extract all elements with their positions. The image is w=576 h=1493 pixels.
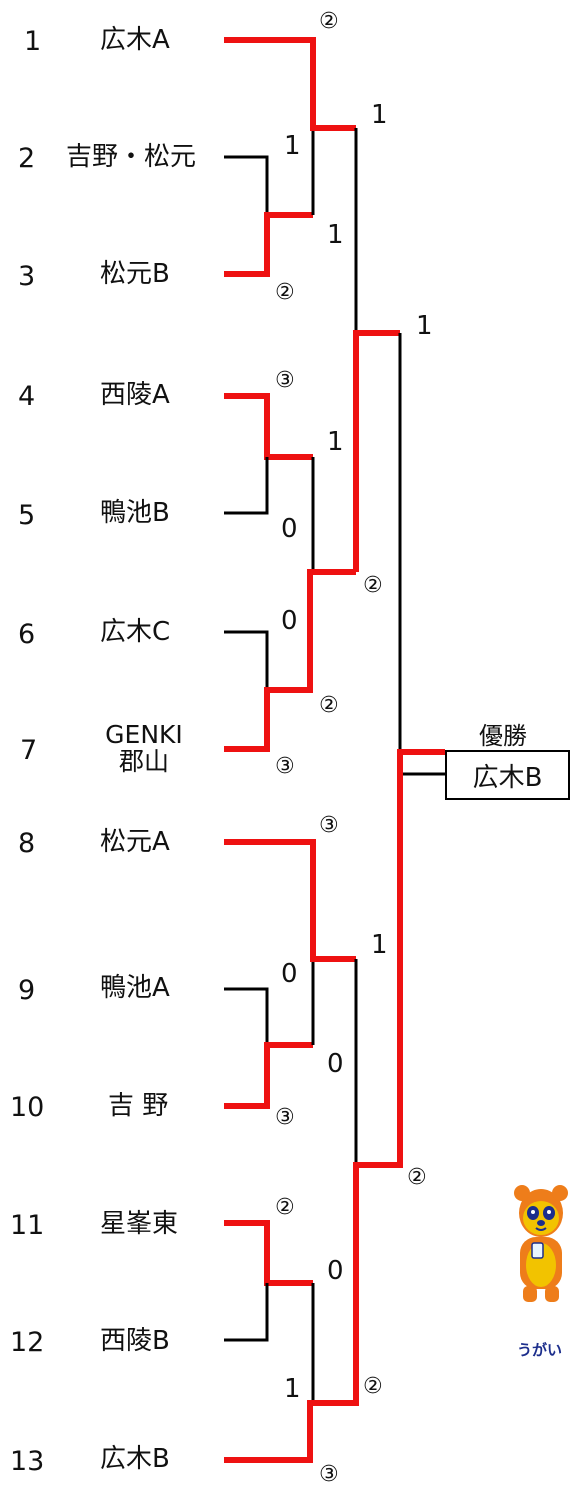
score: 1 (284, 1374, 301, 1404)
score: 0 (327, 1256, 344, 1286)
team-name: 吉 野 (108, 1091, 169, 1121)
team-name: 鴨池A (100, 973, 170, 1003)
score: 0 (327, 1049, 344, 1079)
score-circled: ③ (319, 813, 339, 838)
score-circled: ③ (275, 368, 295, 393)
entry-number: 7 (20, 735, 38, 766)
bracket-line-12 (224, 1283, 269, 1342)
team-name: 鴨池B (100, 498, 170, 528)
entry-number: 5 (18, 500, 36, 531)
entry-number: 2 (18, 143, 36, 174)
score: 0 (281, 514, 298, 544)
bracket-line-8 (224, 839, 356, 962)
score-circled: ② (319, 9, 339, 34)
team-name: 西陵B (100, 1326, 170, 1356)
score: 1 (327, 220, 344, 250)
score: 0 (281, 959, 298, 989)
bracket-line-9 (224, 987, 269, 1045)
score: 1 (371, 930, 388, 960)
bracket-line-6 (224, 630, 269, 690)
team-name: GENKI (105, 720, 183, 749)
team-name: 広木C (100, 617, 171, 647)
mascot-caption: うがい (517, 1341, 563, 1359)
score: 1 (416, 311, 433, 341)
team-name: 星峯東 (100, 1209, 179, 1239)
bracket-line-11 (224, 1220, 313, 1286)
team-name: 広木A (100, 25, 170, 55)
entry-number: 13 (10, 1446, 45, 1477)
bracket-line-3 (224, 212, 313, 277)
bracket-line-7 (224, 569, 356, 752)
team-name: 松元B (100, 259, 170, 289)
bracket-line-upper-to-final (398, 333, 445, 776)
bracket-line-1 (224, 37, 356, 131)
bracket-line-upper-final (353, 330, 400, 572)
team-name: 松元A (100, 827, 170, 857)
score-circled: ② (363, 1374, 383, 1399)
bracket-line-4 (224, 393, 313, 460)
score-circled: ② (275, 280, 295, 305)
panda-mascot-icon (514, 1185, 568, 1302)
score-circled: ③ (319, 1462, 339, 1487)
entry-number: 4 (18, 381, 36, 412)
score: 1 (284, 131, 301, 161)
team-name-line2: 郡山 (118, 747, 169, 776)
score-circled: ② (407, 1165, 427, 1190)
team-name: 西陵A (100, 380, 170, 410)
score: 1 (371, 100, 388, 130)
score-circled: ③ (275, 754, 295, 779)
score-circled: ② (275, 1195, 295, 1220)
score: 0 (281, 606, 298, 636)
team-name: 広木B (100, 1444, 170, 1474)
bracket-line-5 (224, 457, 269, 515)
entry-number: 3 (18, 261, 36, 292)
entry-number: 12 (10, 1327, 45, 1358)
entry-number: 9 (18, 975, 36, 1006)
bracket-line-13 (224, 749, 445, 1463)
bracket-line-10 (224, 1042, 313, 1109)
score: 1 (327, 427, 344, 457)
entry-number: 6 (18, 619, 36, 650)
score-circled: ② (319, 693, 339, 718)
entry-number: 11 (10, 1210, 45, 1241)
bracket-line-2 (224, 155, 269, 215)
entry-number: 10 (10, 1092, 45, 1123)
champion-name: 広木B (472, 762, 543, 793)
entry-number: 1 (24, 26, 42, 57)
team-name: 吉野・松元 (66, 142, 197, 172)
champion-box: 広木B (445, 750, 570, 800)
champion-label: 優勝 (479, 722, 527, 750)
entry-number: 8 (18, 828, 36, 859)
score-circled: ③ (275, 1105, 295, 1130)
score-circled: ② (363, 573, 383, 598)
